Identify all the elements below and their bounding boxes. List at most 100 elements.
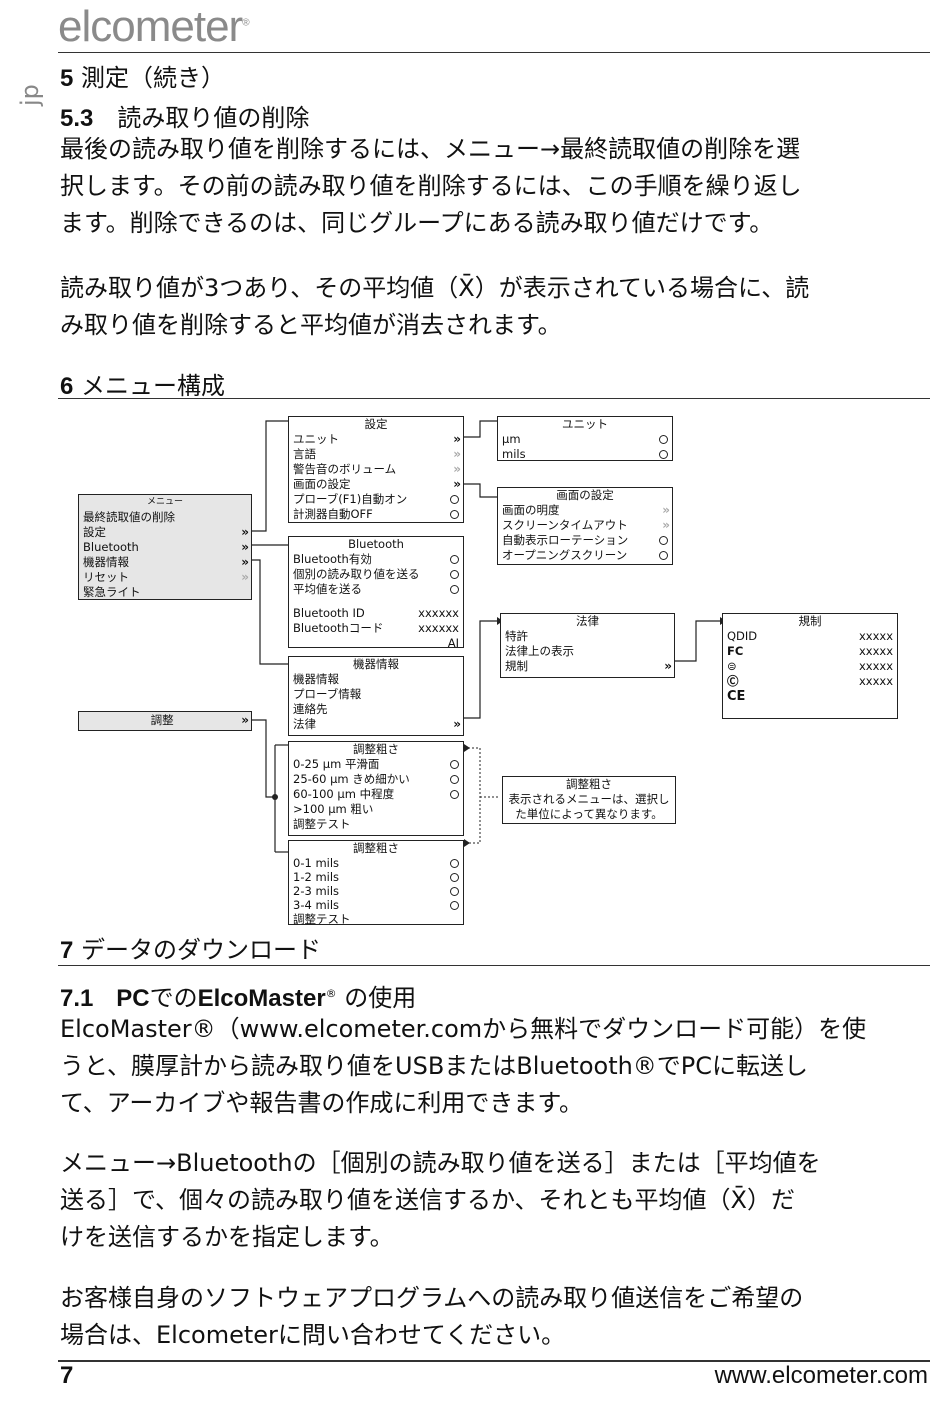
radio-icon	[450, 570, 459, 579]
units-item-um[interactable]: μm	[502, 432, 668, 447]
submenu-arrow-icon: »	[453, 432, 461, 446]
roughness-um-box: 調整粗さ 0-25 μm 平滑面 25-60 μm きめ細かい 60-100 μ…	[288, 741, 464, 836]
radio-icon	[659, 551, 668, 560]
instrument-item-contact[interactable]: 連絡先	[293, 702, 328, 716]
legal-item-regulatory[interactable]: 規制»	[505, 659, 672, 673]
display-item-rotation[interactable]: 自動表示ローテーション	[502, 533, 668, 548]
radio-icon	[450, 900, 459, 910]
elcometer-logo: elcometer®	[58, 2, 250, 51]
section-7-1-paragraph-1: ElcoMaster®（www.elcometer.comから無料でダウンロード…	[60, 1015, 867, 1117]
main-menu-item-bluetooth[interactable]: Bluetooth»	[83, 540, 249, 554]
settings-menu-box: 設定 ユニット» 言語» 警告音のボリューム» 画面の設定» プローブ(F1)自…	[288, 416, 464, 523]
roughness-um-item-0[interactable]: 0-25 μm 平滑面	[293, 757, 459, 772]
units-menu-box: ユニット μm mils	[497, 416, 673, 461]
regulatory-ce-row: CE	[727, 689, 893, 704]
roughness-mils-item-0[interactable]: 0-1 mils	[293, 856, 459, 870]
display-settings-title: 画面の設定	[556, 488, 614, 502]
certification-mark-icon: ⊜	[727, 659, 737, 673]
radio-icon	[450, 790, 459, 799]
section-5-3-paragraph-1: 最後の読み取り値を削除するには、メニュー→最終読取値の削除を選択します。その前の…	[60, 135, 802, 237]
section-6-rule	[58, 398, 930, 399]
radio-icon	[450, 872, 459, 882]
settings-item-volume[interactable]: 警告音のボリューム»	[293, 462, 461, 476]
bluetooth-menu-box: Bluetooth Bluetooth有効 個別の読み取り値を送る 平均値を送る…	[288, 536, 464, 650]
main-menu-box: メニュー 最終読取値の削除 設定» Bluetooth» 機器情報» リセット»…	[78, 494, 252, 600]
section-7-1-heading: 7.1 PCでのElcoMaster® の使用	[60, 984, 417, 1012]
main-menu-item-emergency-light[interactable]: 緊急ライト	[83, 585, 141, 599]
legal-item-patents[interactable]: 特許	[505, 629, 528, 643]
settings-title: 設定	[364, 417, 388, 431]
page-number: 7	[60, 1362, 74, 1389]
radio-icon	[450, 775, 459, 784]
roughness-um-test[interactable]: 調整テスト	[293, 817, 351, 831]
submenu-arrow-icon: »	[662, 503, 670, 517]
radio-icon	[450, 495, 459, 504]
fcc-mark-icon: FC	[727, 644, 744, 658]
roughness-um-item-3[interactable]: >100 μm 粗い	[293, 802, 374, 816]
bluetooth-item-enable[interactable]: Bluetooth有効	[293, 552, 459, 567]
settings-item-display[interactable]: 画面の設定»	[293, 477, 461, 491]
main-menu-item-settings[interactable]: 設定»	[83, 525, 249, 539]
display-item-opening-screen[interactable]: オープニングスクリーン	[502, 548, 668, 563]
settings-item-language[interactable]: 言語»	[293, 447, 461, 461]
header-rule	[58, 52, 930, 53]
section-7-rule	[58, 965, 930, 966]
roughness-mils-item-1[interactable]: 1-2 mils	[293, 870, 459, 884]
roughness-um-item-1[interactable]: 25-60 μm きめ細かい	[293, 772, 459, 787]
units-item-mils[interactable]: mils	[502, 447, 668, 462]
roughness-note-box: 調整粗さ 表示されるメニューは、選択し た単位によって異なります。	[502, 776, 676, 824]
radio-icon	[450, 886, 459, 896]
roughness-mils-item-3[interactable]: 3-4 mils	[293, 898, 459, 912]
submenu-arrow-icon: »	[453, 447, 461, 461]
settings-item-auto-off[interactable]: 計測器自動OFF	[293, 507, 459, 522]
adjust-menu-box[interactable]: 調整»	[78, 711, 252, 731]
section-6-heading: 6 メニュー構成	[60, 372, 225, 400]
submenu-arrow-icon: »	[664, 659, 672, 673]
display-item-brightness[interactable]: 画面の明度»	[502, 503, 670, 517]
radio-icon	[450, 510, 459, 519]
submenu-arrow-icon: »	[662, 518, 670, 532]
instrument-item-legal[interactable]: 法律»	[293, 717, 461, 731]
main-menu-item-reset[interactable]: リセット»	[83, 570, 249, 584]
main-menu-item-instrument-info[interactable]: 機器情報»	[83, 555, 249, 569]
roughness-um-title: 調整粗さ	[353, 742, 399, 756]
submenu-arrow-icon: »	[453, 717, 461, 731]
roughness-um-item-2[interactable]: 60-100 μm 中程度	[293, 787, 459, 802]
menu-connector-lines	[250, 417, 726, 856]
instrument-info-title: 機器情報	[353, 657, 399, 671]
instrument-item-info[interactable]: 機器情報	[293, 672, 339, 686]
submenu-arrow-icon: »	[241, 525, 249, 539]
instrument-info-box: 機器情報 機器情報 プローブ情報 連絡先 法律»	[288, 656, 464, 736]
legal-item-legal-notice[interactable]: 法律上の表示	[505, 644, 574, 658]
main-menu-item-delete-last[interactable]: 最終読取値の削除	[83, 510, 175, 524]
main-menu-title: メニュー	[146, 497, 183, 507]
radio-icon	[659, 435, 668, 444]
section-5-3-heading: 5.3 読み取り値の削除	[60, 104, 310, 132]
bluetooth-item-send-individual[interactable]: 個別の読み取り値を送る	[293, 567, 459, 582]
regulatory-title: 規制	[798, 614, 822, 628]
bluetooth-ai-row: AI	[447, 636, 459, 650]
roughness-mils-test[interactable]: 調整テスト	[293, 912, 351, 926]
radio-icon	[659, 536, 668, 545]
roughness-mils-box: 調整粗さ 0-1 mils 1-2 mils 2-3 mils 3-4 mils…	[288, 840, 464, 926]
c-tick-mark-icon: Ⓒ	[727, 674, 739, 688]
bluetooth-title: Bluetooth	[348, 537, 404, 551]
radio-icon	[450, 555, 459, 564]
settings-item-probe-auto-on[interactable]: プローブ(F1)自動オン	[293, 492, 459, 507]
roughness-mils-item-2[interactable]: 2-3 mils	[293, 884, 459, 898]
display-item-timeout[interactable]: スクリーンタイムアウト»	[502, 518, 670, 532]
bluetooth-item-send-average[interactable]: 平均値を送る	[293, 582, 459, 597]
section-5-3-paragraph-2: 読み取り値が3つあり、その平均値（X̄）が表示されている場合に、読み取り値を削除…	[60, 274, 810, 339]
units-title: ユニット	[562, 417, 608, 431]
submenu-arrow-icon: »	[241, 570, 249, 584]
section-5-heading: 5 測定（続き）	[60, 64, 225, 92]
instrument-item-probe-info[interactable]: プローブ情報	[293, 687, 362, 701]
settings-item-unit[interactable]: ユニット»	[293, 432, 461, 446]
roughness-mils-title: 調整粗さ	[353, 841, 399, 855]
legal-menu-box: 法律 特許 法律上の表示 規制»	[500, 613, 675, 678]
